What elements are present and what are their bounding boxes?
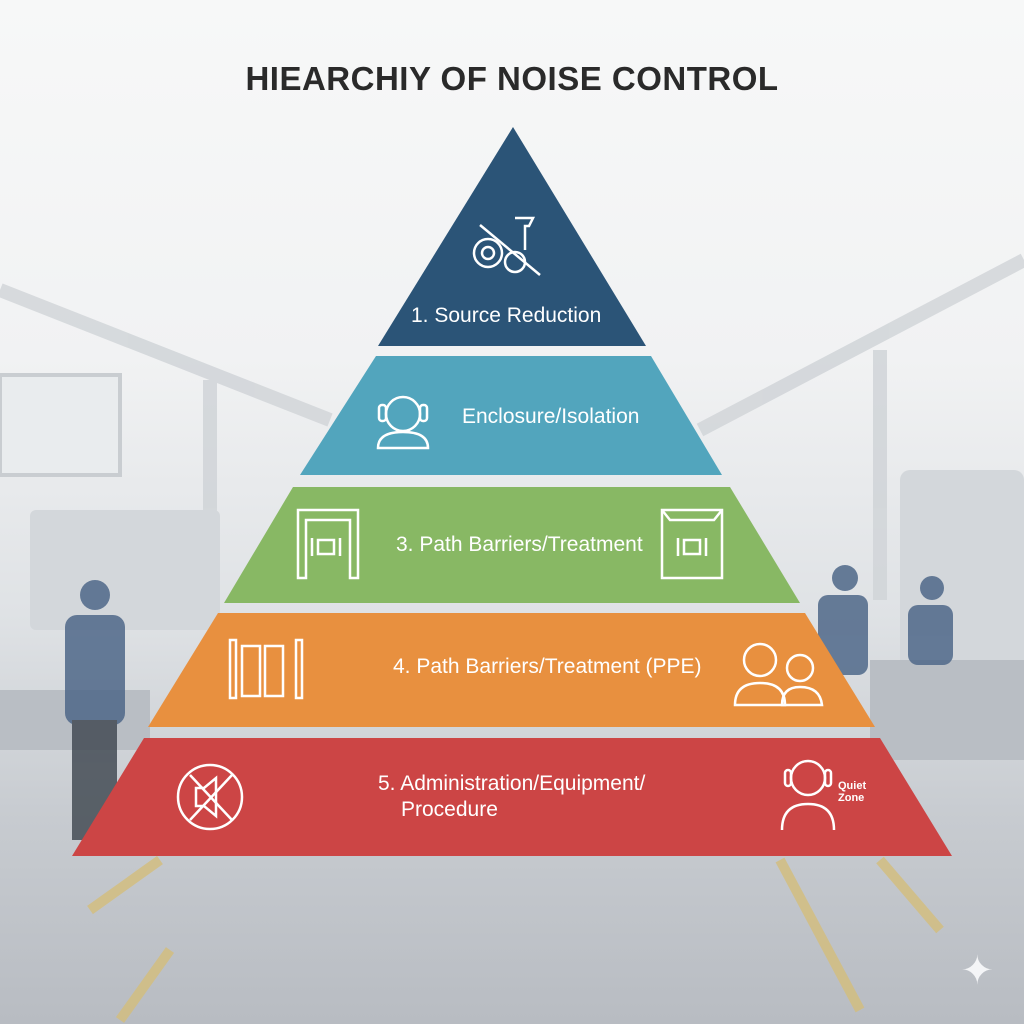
tier-2-label: Enclosure/Isolation	[462, 405, 640, 428]
quiet-zone-line1: Quiet	[838, 780, 867, 792]
gear-hammer-crossed-icon	[472, 216, 541, 276]
tier-4-ppe	[148, 613, 875, 727]
page-title: HIEARCHIY OF NOISE CONTROL	[245, 60, 779, 97]
tier-3-path-barriers	[224, 487, 800, 603]
barrier-booth-icon	[296, 508, 360, 580]
muted-speaker-icon	[176, 763, 244, 831]
tier-1-label: 1. Source Reduction	[411, 304, 602, 327]
sparkle-icon: ✦	[960, 949, 994, 993]
tier-5-label-line1: 5. Administration/Equipment/	[378, 772, 646, 795]
tier-1-source-reduction	[378, 127, 646, 346]
tier-5-administration	[72, 738, 952, 856]
people-headphones-icon	[733, 642, 824, 707]
tier-3-label: 3. Path Barriers/Treatment	[396, 533, 643, 556]
tier-5-label-line2: Procedure	[401, 798, 498, 821]
quiet-zone-label: Quiet Zone	[838, 780, 866, 804]
quiet-zone-line2: Zone	[838, 792, 865, 804]
sound-panels-icon	[228, 638, 304, 700]
quiet-zone-worker-icon	[780, 759, 836, 831]
tier-4-label: 4. Path Barriers/Treatment (PPE)	[393, 655, 702, 678]
person-headphones-icon	[376, 395, 430, 450]
tier-2-enclosure-isolation	[300, 356, 722, 475]
barrier-booth-icon	[660, 508, 724, 580]
